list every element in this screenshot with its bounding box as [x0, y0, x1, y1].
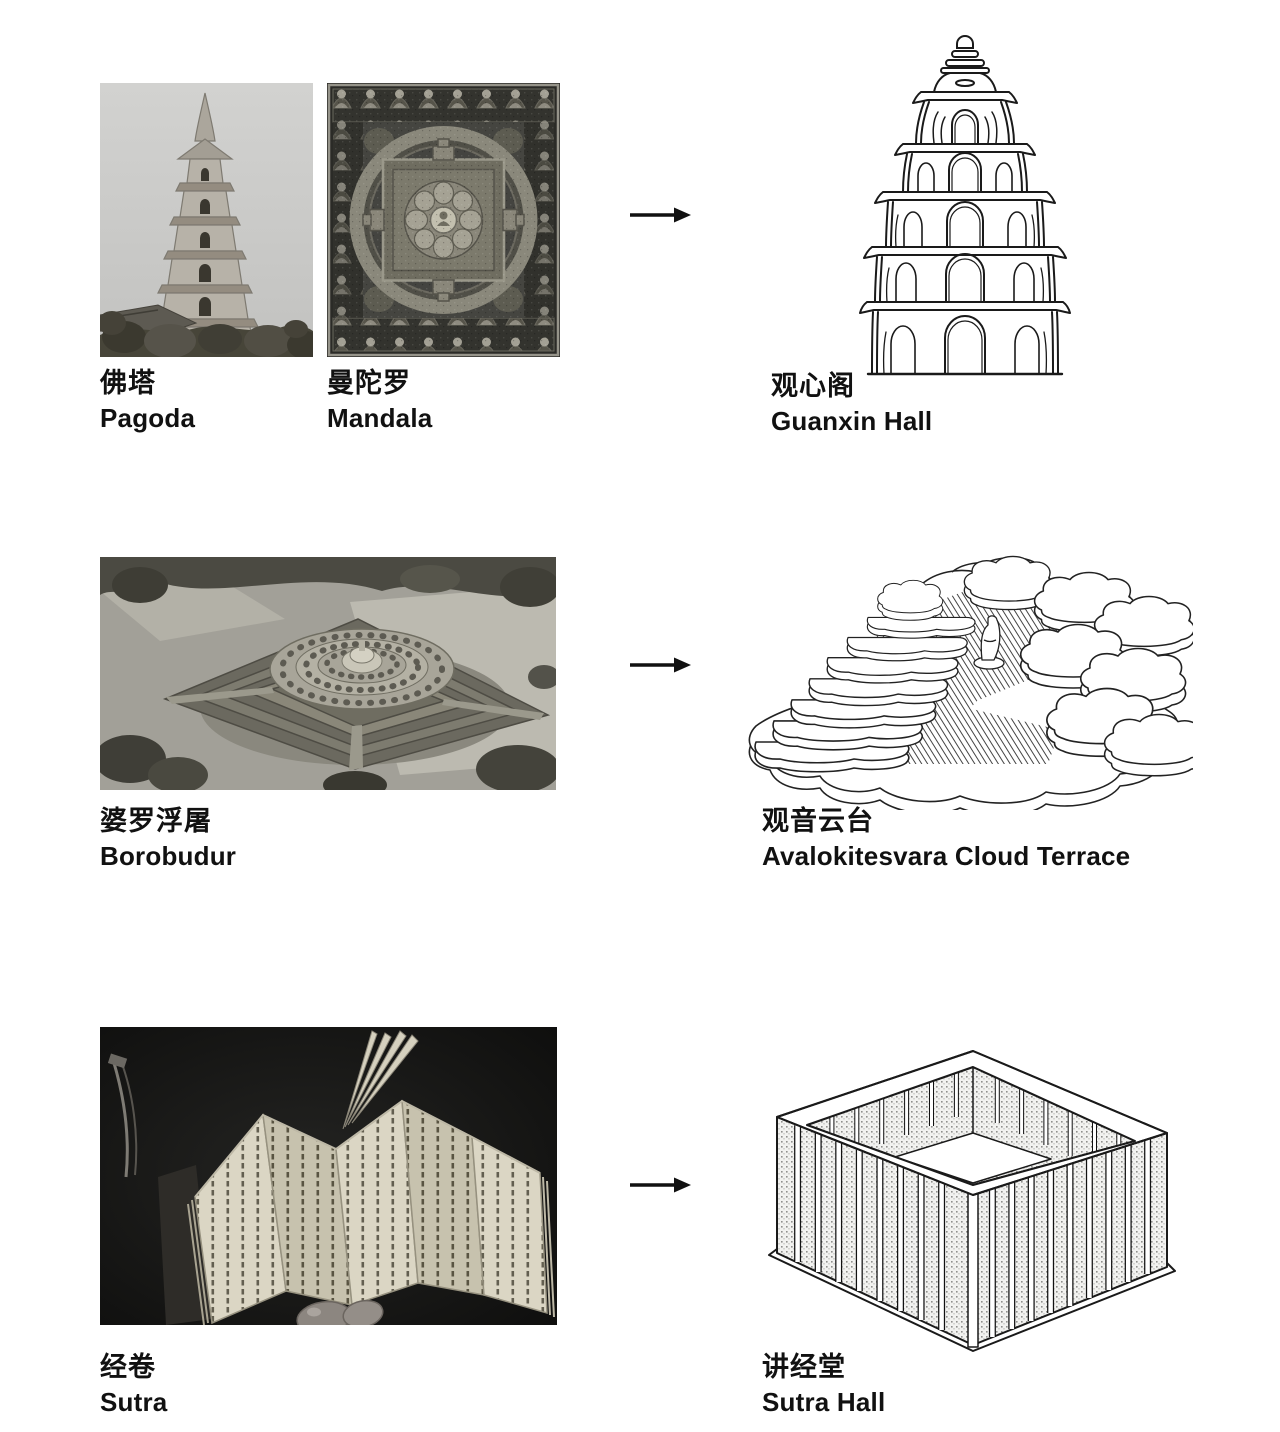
label-sutra-hall-zh: 讲经堂 [762, 1352, 846, 1382]
label-guanxin-hall-en: Guanxin Hall [771, 405, 933, 436]
arrow-right-icon [628, 206, 692, 224]
label-sutra: 经卷 Sutra [100, 1352, 167, 1418]
sutra-photo [100, 1027, 557, 1325]
label-mandala-en: Mandala [327, 402, 433, 433]
label-sutra-hall: 讲经堂 Sutra Hall [762, 1352, 885, 1418]
label-cloud-terrace: 观音云台 Avalokitesvara Cloud Terrace [762, 806, 1130, 872]
label-borobudur-en: Borobudur [100, 840, 237, 871]
sutra-hall-drawing [765, 1045, 1180, 1355]
label-cloud-terrace-en: Avalokitesvara Cloud Terrace [762, 840, 1131, 871]
label-borobudur-zh: 婆罗浮屠 [100, 806, 212, 836]
label-sutra-zh: 经卷 [100, 1352, 156, 1382]
pagoda-photo [100, 83, 313, 357]
label-sutra-hall-en: Sutra Hall [762, 1386, 886, 1417]
borobudur-photo [100, 557, 556, 790]
tower-tier-1 [912, 91, 1018, 144]
tower-tier-2 [894, 143, 1036, 193]
label-pagoda-en: Pagoda [100, 402, 196, 433]
label-mandala: 曼陀罗 Mandala [327, 368, 432, 434]
label-mandala-zh: 曼陀罗 [327, 368, 411, 398]
label-cloud-terrace-zh: 观音云台 [762, 806, 874, 836]
book-strap [107, 1053, 138, 1178]
tower-tier-4 [863, 246, 1067, 303]
label-borobudur: 婆罗浮屠 Borobudur [100, 806, 236, 872]
guanyin-statue [973, 615, 1005, 670]
label-pagoda-zh: 佛塔 [100, 368, 156, 398]
page-edges [187, 1099, 555, 1325]
stairways [166, 687, 544, 770]
arrow-right-icon [628, 656, 692, 674]
label-pagoda: 佛塔 Pagoda [100, 368, 195, 434]
trees [100, 557, 556, 790]
foliage [100, 311, 313, 357]
label-guanxin-hall: 观心阁 Guanxin Hall [771, 371, 932, 437]
tower-tier-3 [874, 191, 1056, 248]
cloud-terrace-drawing [726, 528, 1193, 810]
label-sutra-en: Sutra [100, 1386, 168, 1417]
pagoda-windows [199, 168, 211, 316]
tower-tier-5 [859, 301, 1071, 376]
label-guanxin-hall-zh: 观心阁 [771, 371, 855, 401]
central-stupa [341, 641, 383, 674]
stupa-rings [269, 628, 455, 710]
fingers [296, 1299, 384, 1325]
arrow-right-icon [628, 1176, 692, 1194]
fanned-leaves [342, 1030, 419, 1130]
mandala-photo [327, 83, 560, 357]
guanxin-hall-drawing [858, 30, 1073, 380]
tower-finial [933, 35, 997, 93]
